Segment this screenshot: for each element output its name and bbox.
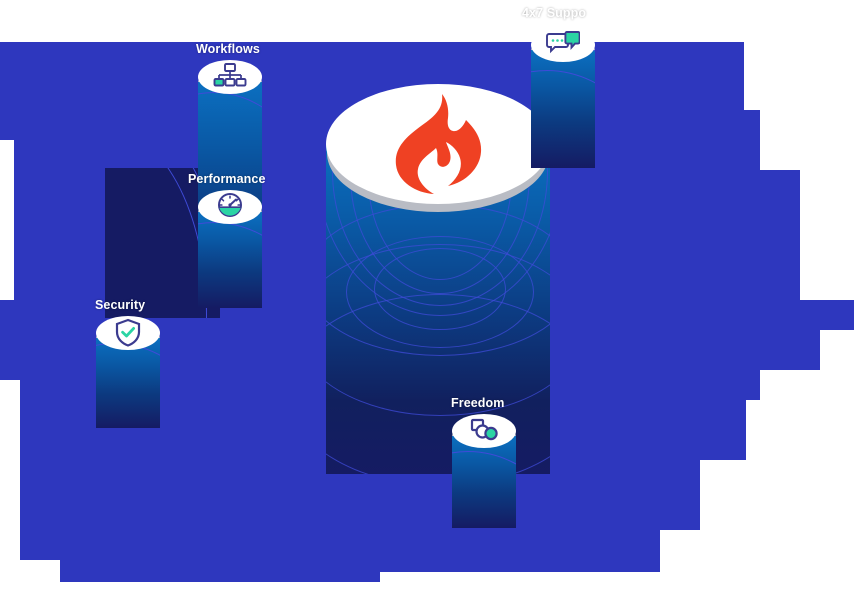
feature-pillar-security[interactable] [96, 316, 160, 428]
arc-line [531, 70, 595, 168]
pillar-body [531, 50, 595, 168]
ring-line [374, 248, 506, 330]
feature-label-workflows: Workflows [196, 42, 260, 56]
feature-label-security: Security [95, 298, 146, 312]
feature-pillar-support[interactable] [531, 28, 595, 168]
chat-bubbles-icon [546, 31, 580, 54]
arc-line [198, 222, 262, 308]
feature-pillar-freedom[interactable] [452, 414, 516, 528]
codeigniter-flame-icon [395, 94, 482, 194]
core-cylinder-body [326, 144, 550, 474]
arc-line [96, 343, 160, 428]
ring-line [346, 236, 534, 348]
pillar-body [452, 436, 516, 528]
support-label-cliparea: 4x7 Suppo [0, 0, 854, 28]
feature-pillar-performance[interactable] [198, 190, 262, 308]
feature-label-support: 4x7 Suppo [522, 6, 587, 20]
sitemap-icon [213, 63, 247, 87]
shield-check-icon [115, 318, 141, 347]
speedometer-icon [218, 193, 242, 217]
pillar-body [198, 212, 262, 308]
shapes-stack-icon [470, 418, 498, 441]
pillar-body [96, 338, 160, 428]
core-cylinder-top [326, 84, 550, 204]
feature-label-performance: Performance [188, 172, 266, 186]
codeigniter-core-cylinder[interactable] [326, 84, 550, 474]
arc-line [452, 451, 516, 528]
feature-label-freedom: Freedom [451, 396, 505, 410]
